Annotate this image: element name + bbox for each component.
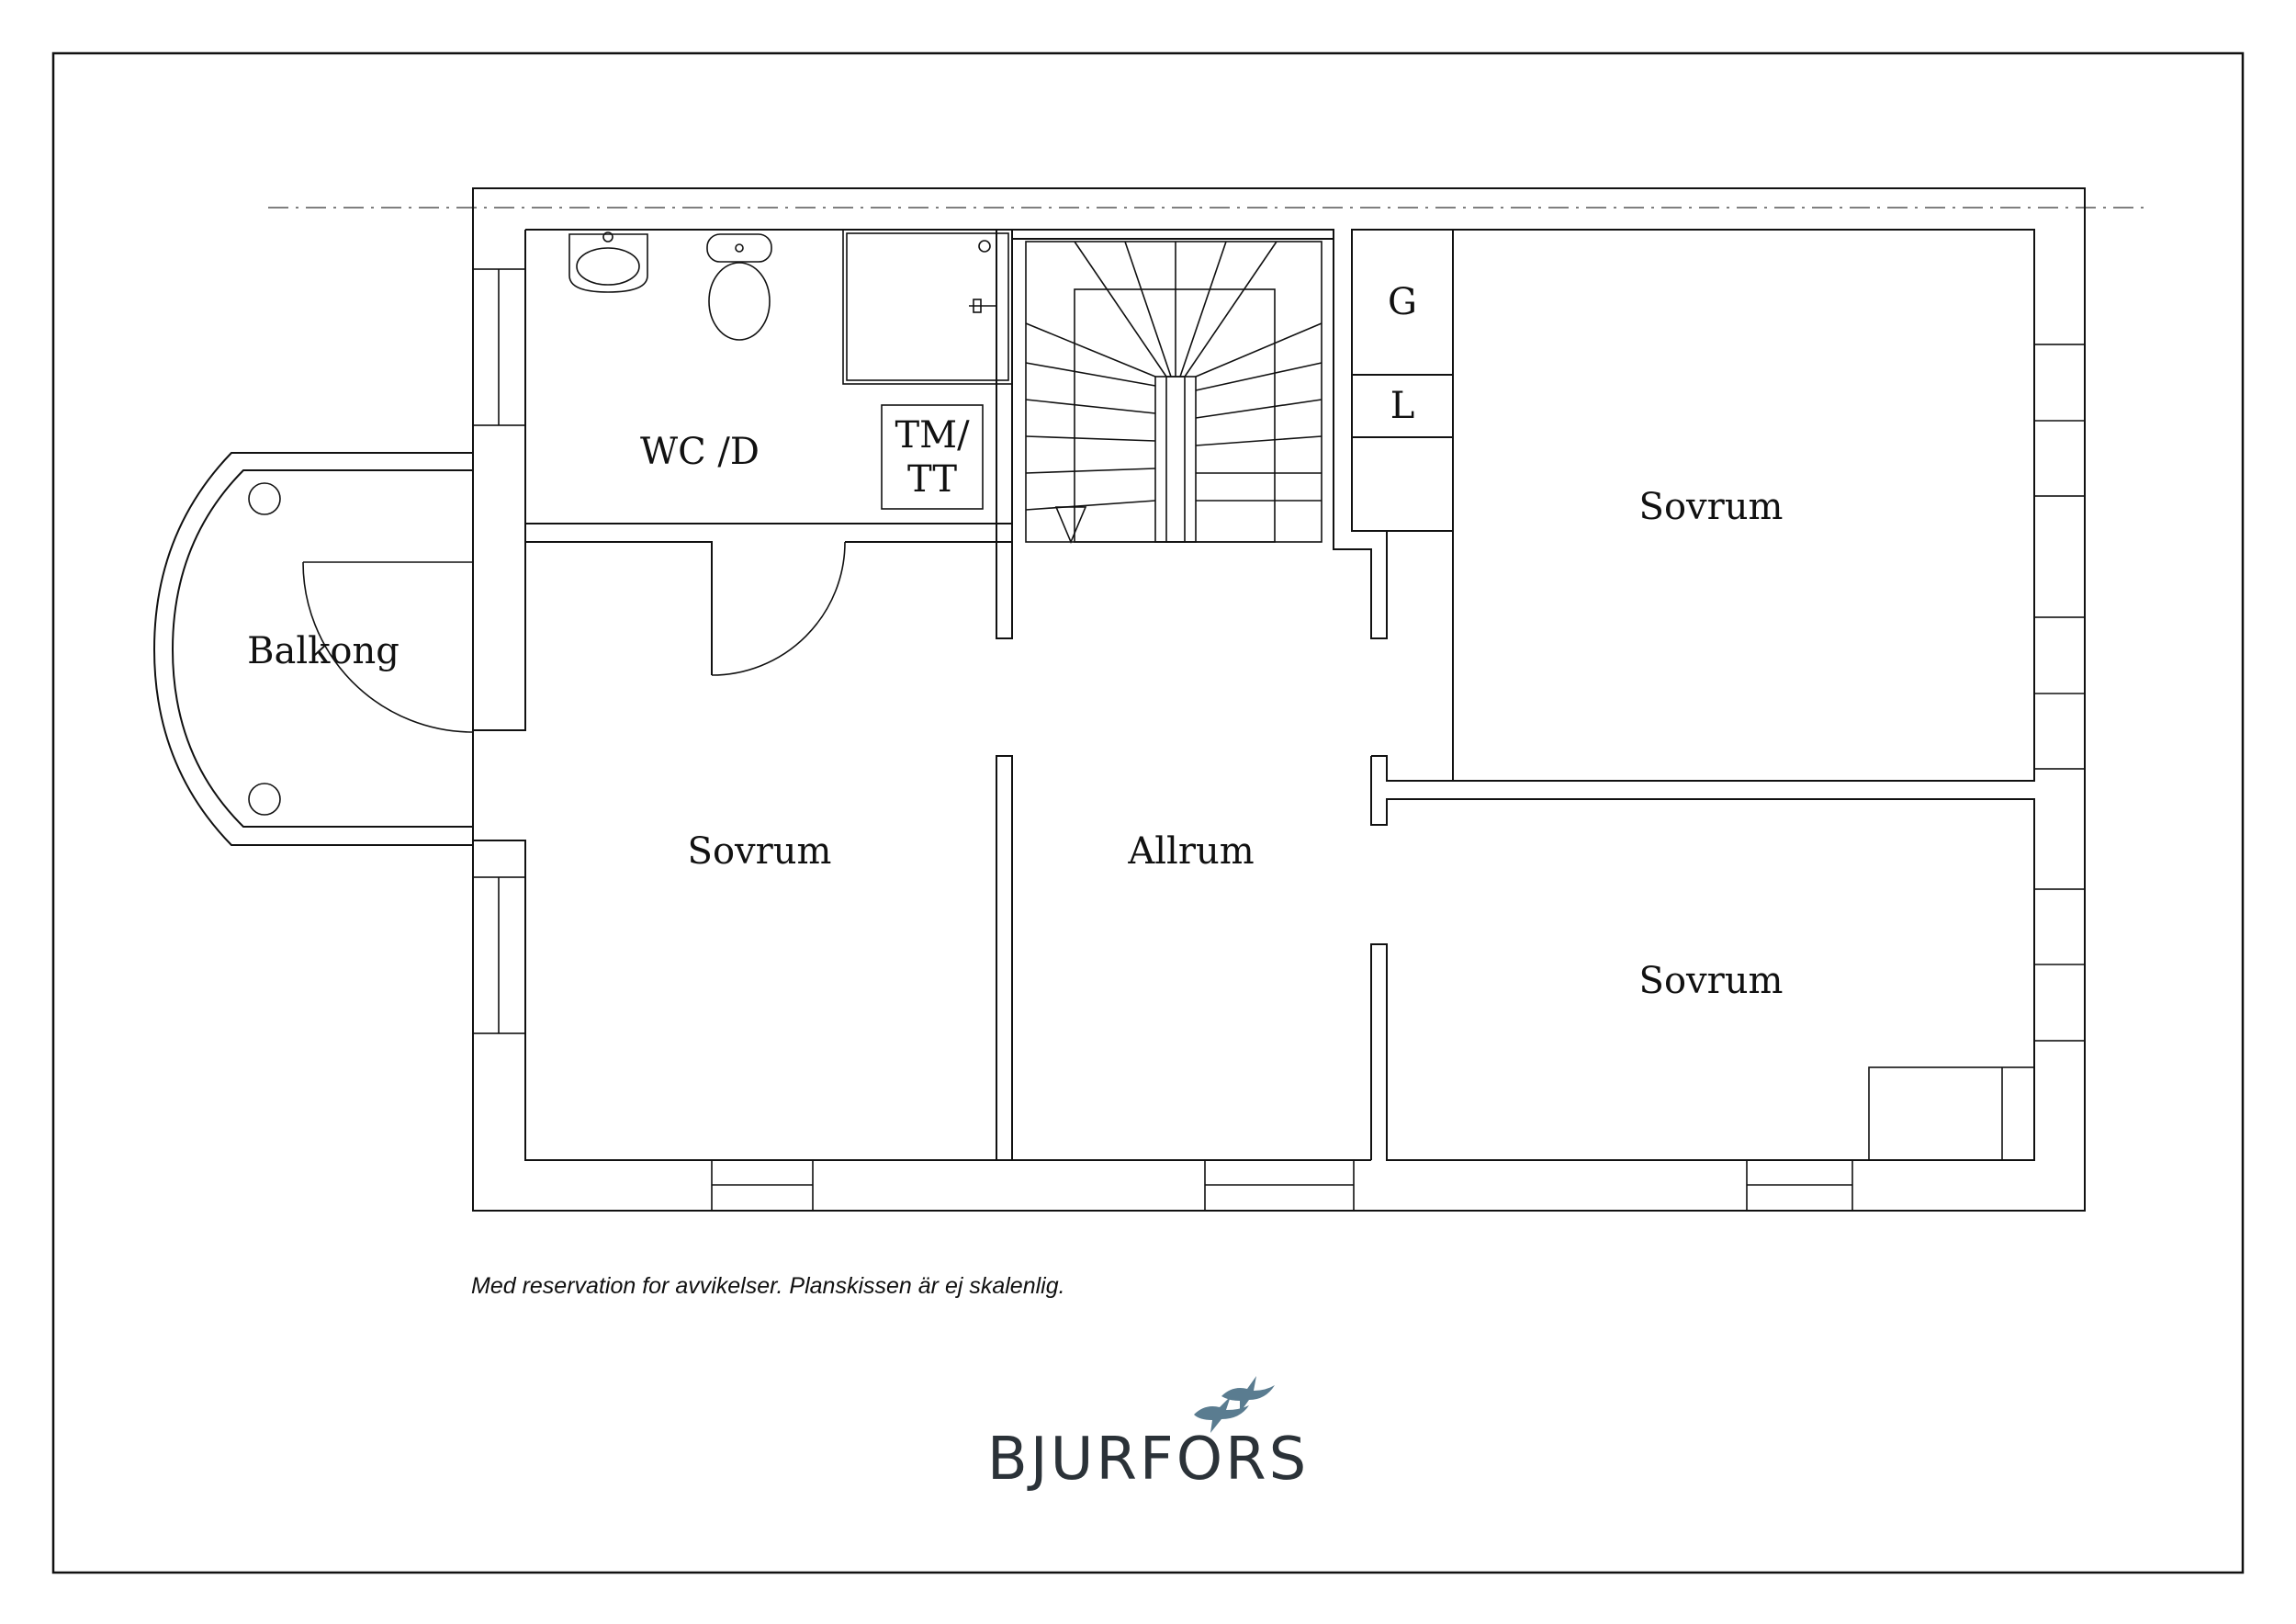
disclaimer-text: Med reservation for avvikelser. Planskis… xyxy=(471,1273,1065,1299)
room-label-closet-l: L xyxy=(1390,385,1415,427)
room-label-bedroom-top-right: Sovrum xyxy=(1639,486,1784,528)
balcony xyxy=(152,452,474,846)
wardrobe xyxy=(1868,1066,2035,1161)
page-frame xyxy=(51,51,2245,1574)
shower-icon xyxy=(842,229,1013,385)
room-label-bedroom-bottom-right: Sovrum xyxy=(1639,960,1784,1002)
bedroom-top-right-wall xyxy=(1452,229,2035,782)
bedroom-top-right-jamb xyxy=(1371,755,1453,782)
stair-wall-right xyxy=(1333,230,1388,639)
stair-wall-top xyxy=(1011,229,1334,240)
washer-dryer-icon xyxy=(881,404,984,510)
room-label-bedroom-left: Sovrum xyxy=(688,830,832,873)
closet-block xyxy=(1351,229,1454,532)
staircase xyxy=(1025,241,1322,545)
stair-wall-left xyxy=(996,229,1013,639)
bedroom-bottom-right-wall xyxy=(1370,756,2035,1161)
brand-logo-text: BJURFORS xyxy=(987,1426,1309,1494)
room-label-family-room: Allrum xyxy=(1127,830,1254,873)
sink-icon xyxy=(568,231,648,293)
room-label-closet-g: G xyxy=(1388,281,1417,323)
left-wall-lower xyxy=(473,840,996,1161)
room-label-tm: TM/ xyxy=(895,414,970,457)
balcony-door-swing xyxy=(302,561,474,733)
windows xyxy=(472,268,2086,1212)
room-label-tt: TT xyxy=(907,458,957,501)
bathroom-fixtures xyxy=(568,229,1013,510)
post-icon xyxy=(248,482,281,515)
stair-direction-arrow xyxy=(1054,506,1087,545)
wc-door-jamb-right xyxy=(845,524,1013,543)
room-label-wc: WC /D xyxy=(640,431,760,473)
wc-door-jamb-left xyxy=(524,524,713,675)
wc-door-swing xyxy=(711,541,846,676)
toilet-icon xyxy=(706,233,772,341)
room-label-balcony: Balkong xyxy=(247,630,400,672)
left-wall-upper xyxy=(473,542,526,731)
post-icon xyxy=(248,783,281,816)
divider-wall xyxy=(996,755,1013,1161)
birds-icon xyxy=(1194,1376,1275,1433)
